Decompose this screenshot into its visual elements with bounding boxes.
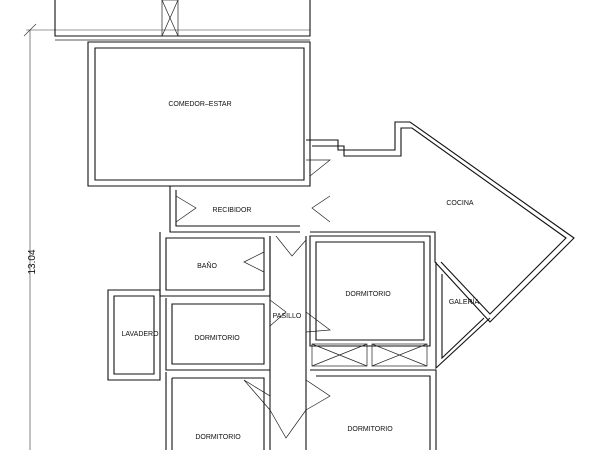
room-dormitorio-2: DORMITORIO bbox=[165, 298, 270, 371]
room-label-galeria: GALERÍA bbox=[449, 297, 480, 306]
room-dormitorio-4: DORMITORIO bbox=[310, 369, 437, 450]
room-label-dormitorio-1: DORMITORIO bbox=[345, 291, 391, 298]
room-label-bano: BAÑO bbox=[197, 261, 217, 270]
closets bbox=[311, 343, 428, 367]
dimension-line: 13.04 bbox=[23, 23, 310, 450]
room-label-comedor-estar: COMEDOR–ESTAR bbox=[168, 101, 231, 108]
room-bano: BAÑO bbox=[159, 232, 271, 297]
room-dormitorio-1: DORMITORIO bbox=[309, 235, 431, 347]
room-lavadero: LAVADERO bbox=[107, 289, 161, 381]
room-label-lavadero: LAVADERO bbox=[121, 331, 159, 338]
room-label-recibidor: RECIBIDOR bbox=[213, 207, 252, 214]
room-recibidor: RECIBIDOR bbox=[169, 159, 331, 233]
room-label-cocina: COCINA bbox=[446, 200, 474, 207]
room-label-dormitorio-4: DORMITORIO bbox=[347, 426, 393, 433]
room-comedor-estar: COMEDOR–ESTAR bbox=[87, 41, 311, 187]
room-dormitorio-3: DORMITORIO bbox=[165, 372, 265, 450]
dimension-label: 13.04 bbox=[27, 249, 38, 274]
top-structure bbox=[54, 0, 311, 41]
room-pasillo: PASILLO bbox=[243, 235, 331, 450]
room-cocina: COCINA bbox=[306, 121, 575, 323]
room-label-dormitorio-3: DORMITORIO bbox=[195, 434, 241, 441]
room-galeria: GALERÍA bbox=[435, 262, 491, 370]
room-label-pasillo: PASILLO bbox=[273, 313, 302, 320]
room-label-dormitorio-2: DORMITORIO bbox=[194, 335, 240, 342]
